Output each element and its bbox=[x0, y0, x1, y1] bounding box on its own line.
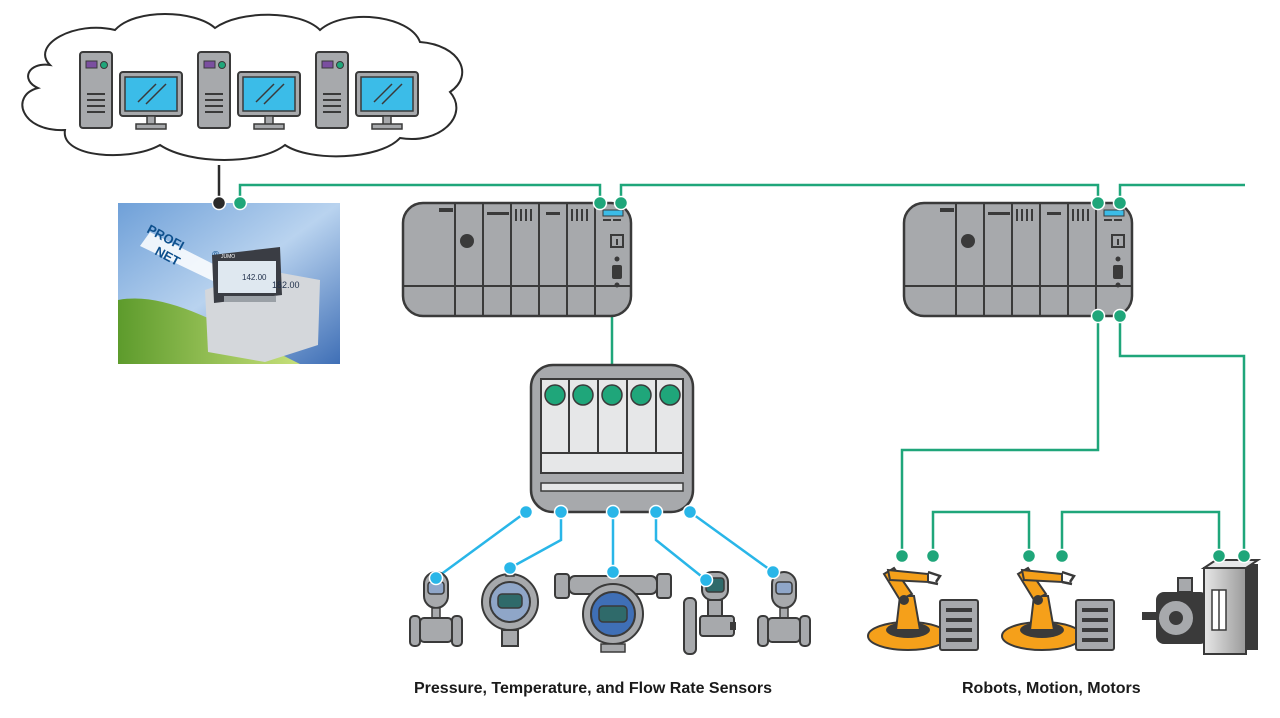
port-dot bbox=[1090, 195, 1106, 211]
robots-caption: Robots, Motion, Motors bbox=[962, 680, 1141, 697]
display-value-1: 142.00 bbox=[242, 273, 267, 282]
temperature-transmitter-icon bbox=[554, 573, 672, 653]
robot-arm-icon bbox=[1001, 566, 1083, 651]
sensor-port-dot bbox=[682, 504, 698, 520]
server-tower-icon bbox=[79, 51, 113, 129]
sensor-port-dot bbox=[605, 564, 621, 580]
robot-group bbox=[867, 559, 1262, 655]
io-channel-led bbox=[630, 384, 652, 406]
pressure-transmitter-icon bbox=[683, 571, 736, 655]
drive-line bbox=[1118, 316, 1246, 556]
display-value-2: 182.00 bbox=[272, 280, 300, 290]
server-tower-icon bbox=[315, 51, 349, 129]
io-channel-led bbox=[601, 384, 623, 406]
port-dot bbox=[1211, 548, 1227, 564]
port-dot bbox=[613, 195, 629, 211]
port-dot bbox=[1054, 548, 1070, 564]
port-dot bbox=[1112, 195, 1128, 211]
robot-cell-1 bbox=[867, 566, 979, 651]
plc-controller-icon bbox=[902, 201, 1134, 318]
sensors-caption: Pressure, Temperature, and Flow Rate Sen… bbox=[414, 680, 773, 697]
port-dot bbox=[592, 195, 608, 211]
flow-meter-icon bbox=[757, 571, 811, 647]
drive-line bbox=[1060, 510, 1221, 556]
drive-line bbox=[931, 510, 1031, 556]
sensor-port-dot bbox=[765, 564, 781, 580]
backbone-line bbox=[1118, 183, 1245, 203]
port-dot bbox=[894, 548, 910, 564]
sensor-group bbox=[409, 567, 811, 655]
sensor-port-dot bbox=[553, 504, 569, 520]
workstation-2 bbox=[197, 51, 301, 130]
backbone-line bbox=[238, 183, 602, 203]
port-dot bbox=[232, 195, 248, 211]
port-dot bbox=[1021, 548, 1037, 564]
io-channel-led bbox=[659, 384, 681, 406]
plc-controller-1 bbox=[401, 201, 633, 318]
server-tower-icon bbox=[197, 51, 231, 129]
plc-controller-icon bbox=[401, 201, 633, 318]
port-dot bbox=[1236, 548, 1252, 564]
network-ports bbox=[211, 195, 1252, 588]
workstation-3 bbox=[315, 51, 419, 130]
port-dot bbox=[1090, 308, 1106, 324]
profinet-device-photo: PROFI NET ® JUMO 142.00 182.00 bbox=[118, 203, 340, 364]
pressure-transmitter-icon bbox=[481, 567, 539, 647]
servo-drive-icon bbox=[1075, 599, 1115, 651]
io-channel-led bbox=[572, 384, 594, 406]
io-channel-led bbox=[544, 384, 566, 406]
sensor-port-dot bbox=[428, 570, 444, 586]
port-dot bbox=[1112, 308, 1128, 324]
plc-controller-2 bbox=[902, 201, 1134, 318]
device-brand: JUMO bbox=[221, 254, 235, 260]
drive-line bbox=[900, 316, 1100, 556]
workstation-1 bbox=[79, 51, 183, 130]
sensor-port-dot bbox=[648, 504, 664, 520]
sensor-lines bbox=[435, 510, 774, 581]
servo-drive-icon bbox=[939, 599, 979, 651]
port-dot bbox=[925, 548, 941, 564]
servo-drive-icon bbox=[1200, 559, 1262, 655]
backbone-line bbox=[619, 183, 1100, 203]
robot-arm-icon bbox=[867, 566, 949, 651]
sensor-port-dot bbox=[605, 504, 621, 520]
io-module bbox=[529, 363, 695, 514]
office-cloud bbox=[21, 13, 464, 161]
servo-motor-icon bbox=[1142, 577, 1208, 644]
sensor-port-dot bbox=[518, 504, 534, 520]
robot-cell-2 bbox=[1001, 566, 1115, 651]
sensor-port-dot bbox=[502, 560, 518, 576]
controller-device: JUMO 142.00 182.00 bbox=[205, 247, 320, 362]
motor-cell bbox=[1142, 559, 1262, 655]
port-dot bbox=[211, 195, 227, 211]
sensor-port-dot bbox=[698, 572, 714, 588]
